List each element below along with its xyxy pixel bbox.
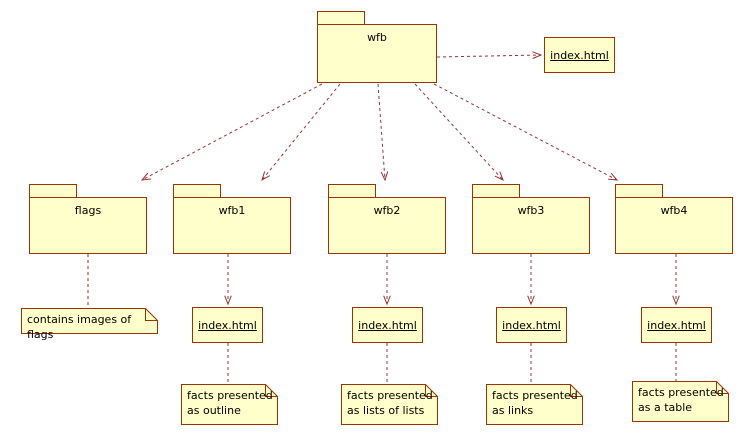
- arrowhead-wfb-to-wfb1: [261, 171, 271, 182]
- note-note_wfb2[interactable]: facts presented as lists of lists: [341, 384, 438, 425]
- edge-wfb-to-flags: [141, 83, 323, 181]
- package-label-wfb4: wfb4: [660, 204, 688, 217]
- package-tab-wfb2: [328, 184, 376, 198]
- note-shape-note_flags: [21, 308, 158, 334]
- package-label-wfb3: wfb3: [517, 204, 545, 217]
- note-text-note_wfb1: facts presented as outline: [187, 389, 273, 417]
- artifact-index_wfb3[interactable]: index.html: [496, 307, 567, 343]
- package-label-wfb2: wfb2: [373, 204, 401, 217]
- package-tab-wfb4: [615, 184, 663, 198]
- note-note_wfb1[interactable]: facts presented as outline: [181, 384, 278, 425]
- artifact-label-index_wfb3: index.html: [502, 318, 561, 332]
- package-body-wfb: wfb: [317, 24, 437, 83]
- arrowhead-wfb-to-wfb4: [607, 172, 619, 181]
- package-wfb1[interactable]: wfb1: [173, 184, 291, 254]
- note-shape-note_wfb3: [486, 384, 583, 425]
- artifact-index_wfb1[interactable]: index.html: [192, 307, 263, 343]
- note-note_wfb3[interactable]: facts presented as links: [486, 384, 583, 425]
- package-body-wfb3: wfb3: [472, 197, 590, 254]
- artifact-label-index_wfb1: index.html: [198, 318, 257, 332]
- package-body-wfb2: wfb2: [328, 197, 446, 254]
- note-text-note_wfb4: facts presented as a table: [638, 386, 724, 414]
- package-flags[interactable]: flags: [29, 184, 147, 254]
- package-tab-wfb: [317, 11, 365, 25]
- package-body-flags: flags: [29, 197, 147, 254]
- note-text-note_flags: contains images of flags: [27, 313, 132, 341]
- package-tab-wfb1: [173, 184, 221, 198]
- artifact-label-index_root: index.html: [550, 48, 609, 62]
- edge-wfb-to-wfb4: [433, 83, 618, 181]
- package-wfb3[interactable]: wfb3: [472, 184, 590, 254]
- artifact-label-index_wfb4: index.html: [647, 318, 706, 332]
- note-shape-note_wfb4: [632, 381, 729, 422]
- note-shape-note_wfb1: [181, 384, 278, 425]
- arrowhead-wfb3-to-index: [527, 295, 535, 306]
- note-note_wfb4[interactable]: facts presented as a table: [632, 381, 729, 422]
- package-wfb2[interactable]: wfb2: [328, 184, 446, 254]
- package-body-wfb1: wfb1: [173, 197, 291, 254]
- package-wfb[interactable]: wfb: [317, 11, 437, 83]
- edge-wfb-to-wfb1: [261, 83, 341, 181]
- edge-wfb-to-index: [436, 54, 542, 58]
- note-text-note_wfb2: facts presented as lists of lists: [347, 389, 433, 417]
- arrowhead-wfb1-to-index: [224, 295, 232, 306]
- artifact-index_wfb2[interactable]: index.html: [352, 307, 423, 343]
- arrowhead-wfb-to-wfb2: [380, 171, 389, 182]
- package-tab-flags: [29, 184, 77, 198]
- package-label-wfb: wfb: [367, 31, 387, 44]
- note-note_flags[interactable]: contains images of flags: [21, 308, 158, 341]
- edge-wfb-to-wfb3: [414, 83, 504, 181]
- package-tab-wfb3: [472, 184, 520, 198]
- arrowhead-wfb-to-flags: [140, 172, 152, 181]
- package-label-wfb1: wfb1: [218, 204, 246, 217]
- arrowhead-wfb2-to-index: [383, 295, 391, 306]
- note-shape-note_wfb2: [341, 384, 438, 425]
- package-body-wfb4: wfb4: [615, 197, 733, 254]
- artifact-index_root[interactable]: index.html: [544, 37, 615, 73]
- edge-wfb-to-wfb2: [377, 83, 386, 181]
- note-text-note_wfb3: facts presented as links: [492, 389, 578, 417]
- arrowhead-wfb4-to-index: [672, 295, 680, 306]
- artifact-index_wfb4[interactable]: index.html: [641, 307, 712, 343]
- arrowhead-wfb-to-index: [532, 51, 543, 59]
- artifact-label-index_wfb2: index.html: [358, 318, 417, 332]
- arrowhead-wfb-to-wfb3: [494, 171, 504, 181]
- package-label-flags: flags: [74, 204, 102, 217]
- package-wfb4[interactable]: wfb4: [615, 184, 733, 254]
